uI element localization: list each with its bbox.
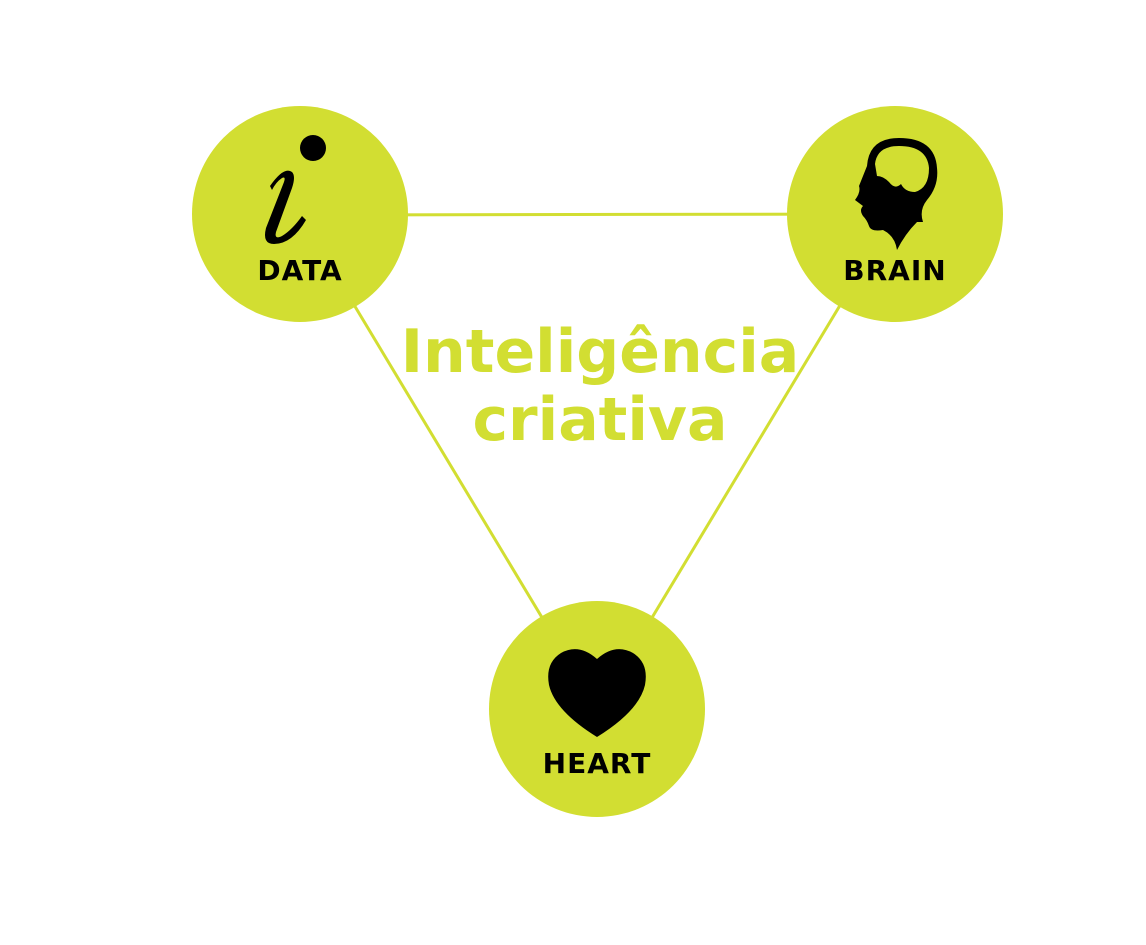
title-line-2: criativa <box>472 385 728 455</box>
head-brain-icon <box>855 138 938 250</box>
node-heart: HEART <box>489 601 705 817</box>
heart-icon <box>548 649 646 737</box>
node-label: HEART <box>542 747 652 780</box>
node-brain: BRAIN <box>787 106 1003 322</box>
node-data: DATA <box>192 106 408 322</box>
title-line-1: Inteligência <box>400 317 800 387</box>
node-label: DATA <box>257 254 343 287</box>
diagram-title: Inteligência criativa <box>380 318 820 454</box>
node-label: BRAIN <box>843 254 947 287</box>
info-icon <box>265 135 326 244</box>
